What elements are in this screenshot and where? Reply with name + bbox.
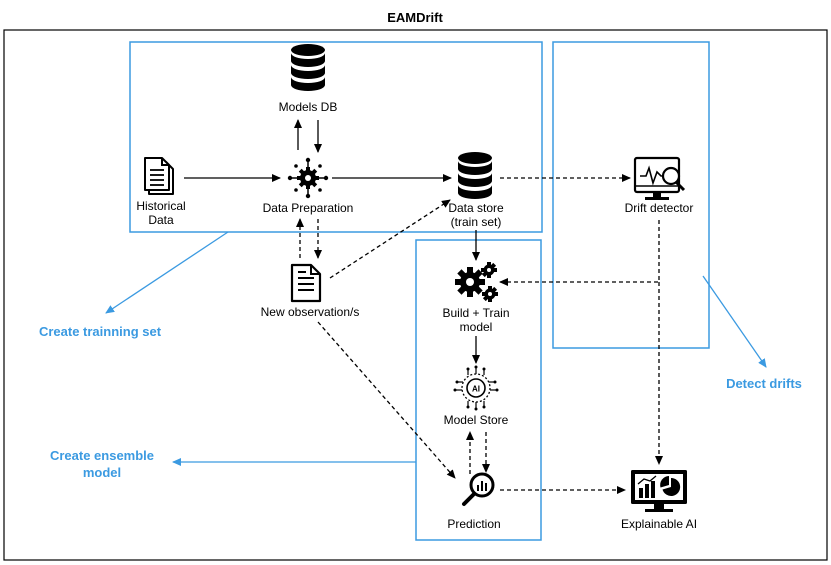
build-train-label-line1: Build + Train xyxy=(442,306,509,320)
prediction-label: Prediction xyxy=(447,517,500,531)
new-observations-label: New observation/s xyxy=(261,305,360,319)
historical-data-label-line2: Data xyxy=(148,213,174,227)
data-store-label-line2: (train set) xyxy=(451,215,502,229)
ai-chip-icon: AI xyxy=(453,365,499,411)
create-ensemble-label-line2: model xyxy=(83,465,121,480)
outer-frame xyxy=(3,29,828,561)
training-set-group xyxy=(129,41,543,233)
historical-data-label-line1: Historical xyxy=(136,199,185,213)
documents-icon xyxy=(144,157,174,195)
database-icon xyxy=(458,152,492,199)
gear-network-icon xyxy=(287,157,329,199)
create-training-arrow xyxy=(105,231,229,314)
create-training-label: Create trainning set xyxy=(39,324,162,339)
data-store-label-line1: Data store xyxy=(448,201,504,215)
monitor-search-icon xyxy=(633,156,686,200)
detect-drifts-arrow xyxy=(702,275,767,368)
data-preparation-label: Data Preparation xyxy=(263,201,354,215)
arrow-drift-to-build xyxy=(499,220,660,286)
models-db-label: Models DB xyxy=(279,100,338,114)
document-icon xyxy=(290,263,322,303)
explainable-ai-label: Explainable AI xyxy=(621,517,697,531)
ensemble-group xyxy=(415,239,542,541)
svg-text:AI: AI xyxy=(472,385,480,394)
monitor-chart-icon xyxy=(631,470,687,512)
gears-icon xyxy=(455,262,498,302)
drift-group xyxy=(552,41,710,349)
detect-drifts-label: Detect drifts xyxy=(726,376,802,391)
drift-detector-label: Drift detector xyxy=(625,201,694,215)
database-icon xyxy=(291,44,325,91)
arrow-newobs-to-datastore xyxy=(329,199,451,279)
arrow-newobs-to-prediction xyxy=(317,321,456,479)
model-store-label: Model Store xyxy=(444,413,509,427)
build-train-label-line2: model xyxy=(460,320,493,334)
magnifier-chart-icon xyxy=(462,472,495,506)
create-ensemble-label-line1: Create ensemble xyxy=(50,448,154,463)
diagram-title: EAMDrift xyxy=(387,10,443,25)
